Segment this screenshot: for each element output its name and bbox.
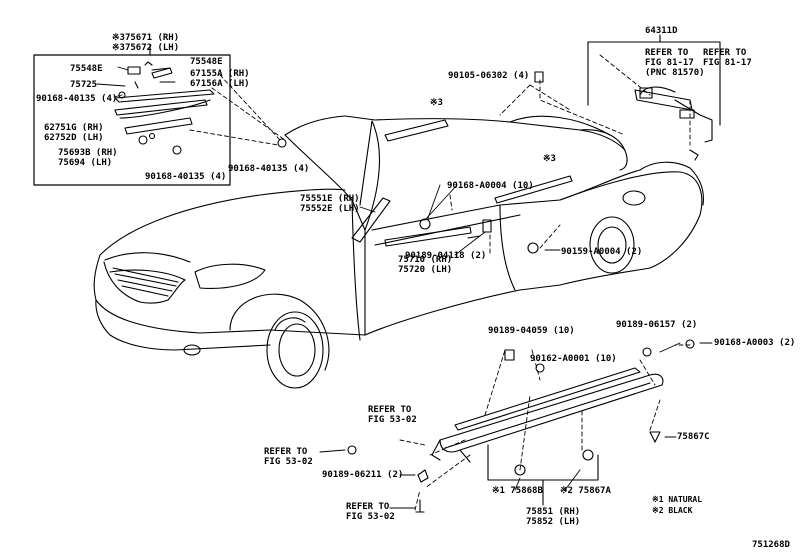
refer-53-02-b-line1: REFER TO: [264, 447, 308, 457]
refer-81-17-a-line2: FIG 81-17: [645, 58, 694, 68]
part-75548E-right: 75548E: [190, 57, 223, 67]
refer-81-17-b-line1: REFER TO: [703, 48, 747, 58]
refer-53-02-a-line2: FIG 53-02: [368, 415, 417, 425]
part-90189-04118: 90189-04118 (2): [405, 251, 487, 261]
part-62752D: 62752D (LH): [44, 133, 104, 143]
roof-molding: [384, 119, 449, 142]
rocker-panel: [431, 367, 664, 463]
note-3-side: ※3: [543, 154, 556, 164]
part-90189-06157: 90189-06157 (2): [616, 320, 698, 330]
part-90168-40135-b: 90168-40135 (4): [145, 172, 227, 182]
belt-molding: [384, 226, 472, 247]
part-67155A: 67155A (RH): [190, 69, 250, 79]
part-75551E: 75551E (RH): [300, 194, 360, 204]
part-75725: 75725: [70, 80, 98, 90]
part-75693B: 75693B (RH): [58, 148, 118, 158]
refer-81-17-a-line3: (PNC 81570): [645, 68, 705, 78]
side-molding: [494, 175, 573, 204]
part-75867A: ※2 75867A: [560, 486, 611, 496]
inset-box: [33, 54, 231, 186]
part-64311D: 64311D: [645, 26, 678, 36]
part-90168-40135-c: 90168-40135 (4): [228, 164, 310, 174]
part-90162-A0001: 90162-A0001 (10): [530, 354, 617, 364]
refer-53-02-b-line2: FIG 53-02: [264, 457, 313, 467]
note-natural: ※1 NATURAL: [652, 495, 703, 504]
diagram-id: 751268D: [752, 540, 790, 550]
part-75851: 75851 (RH): [526, 507, 581, 517]
hinge-assembly: [634, 86, 713, 161]
part-90168-A0003: 90168-A0003 (2): [714, 338, 796, 348]
part-75710: 75710 (RH): [398, 255, 453, 265]
refer-53-02-c-line1: REFER TO: [346, 502, 390, 512]
part-90189-06211: 90189-06211 (2): [322, 470, 404, 480]
part-75552E: 75552E (LH): [300, 204, 360, 214]
part-90168-40135-a: 90168-40135 (4): [36, 94, 118, 104]
note-black: ※2 BLACK: [652, 506, 693, 515]
note-3-roof: ※3: [430, 98, 443, 108]
part-75867C: 75867C: [677, 432, 710, 442]
part-75694: 75694 (LH): [58, 158, 113, 168]
refer-81-17-a-line1: REFER TO: [645, 48, 689, 58]
part-75852: 75852 (LH): [526, 517, 581, 527]
part-90105-06302: 90105-06302 (4): [448, 71, 530, 81]
part-75720: 75720 (LH): [398, 265, 453, 275]
part-67156A: 67156A (LH): [190, 79, 250, 89]
inset-header-lh: ※375672 (LH): [112, 43, 180, 53]
part-62751G: 62751G (RH): [44, 123, 104, 133]
part-90189-04059: 90189-04059 (10): [488, 326, 575, 336]
inset-header-rh: ※375671 (RH): [112, 33, 180, 43]
part-75548E-left: 75548E: [70, 64, 103, 74]
part-75868B: ※1 75868B: [492, 486, 543, 496]
refer-53-02-a-line1: REFER TO: [368, 405, 412, 415]
part-90168-A0004: 90168-A0004 (10): [447, 181, 534, 191]
part-90159-A0004: 90159-A0004 (2): [561, 247, 643, 257]
inset-parts: [114, 61, 215, 155]
refer-81-17-b-line2: FIG 81-17: [703, 58, 752, 68]
car-outline: [93, 115, 704, 389]
refer-53-02-c-line2: FIG 53-02: [346, 512, 395, 522]
fasteners: [277, 71, 695, 513]
